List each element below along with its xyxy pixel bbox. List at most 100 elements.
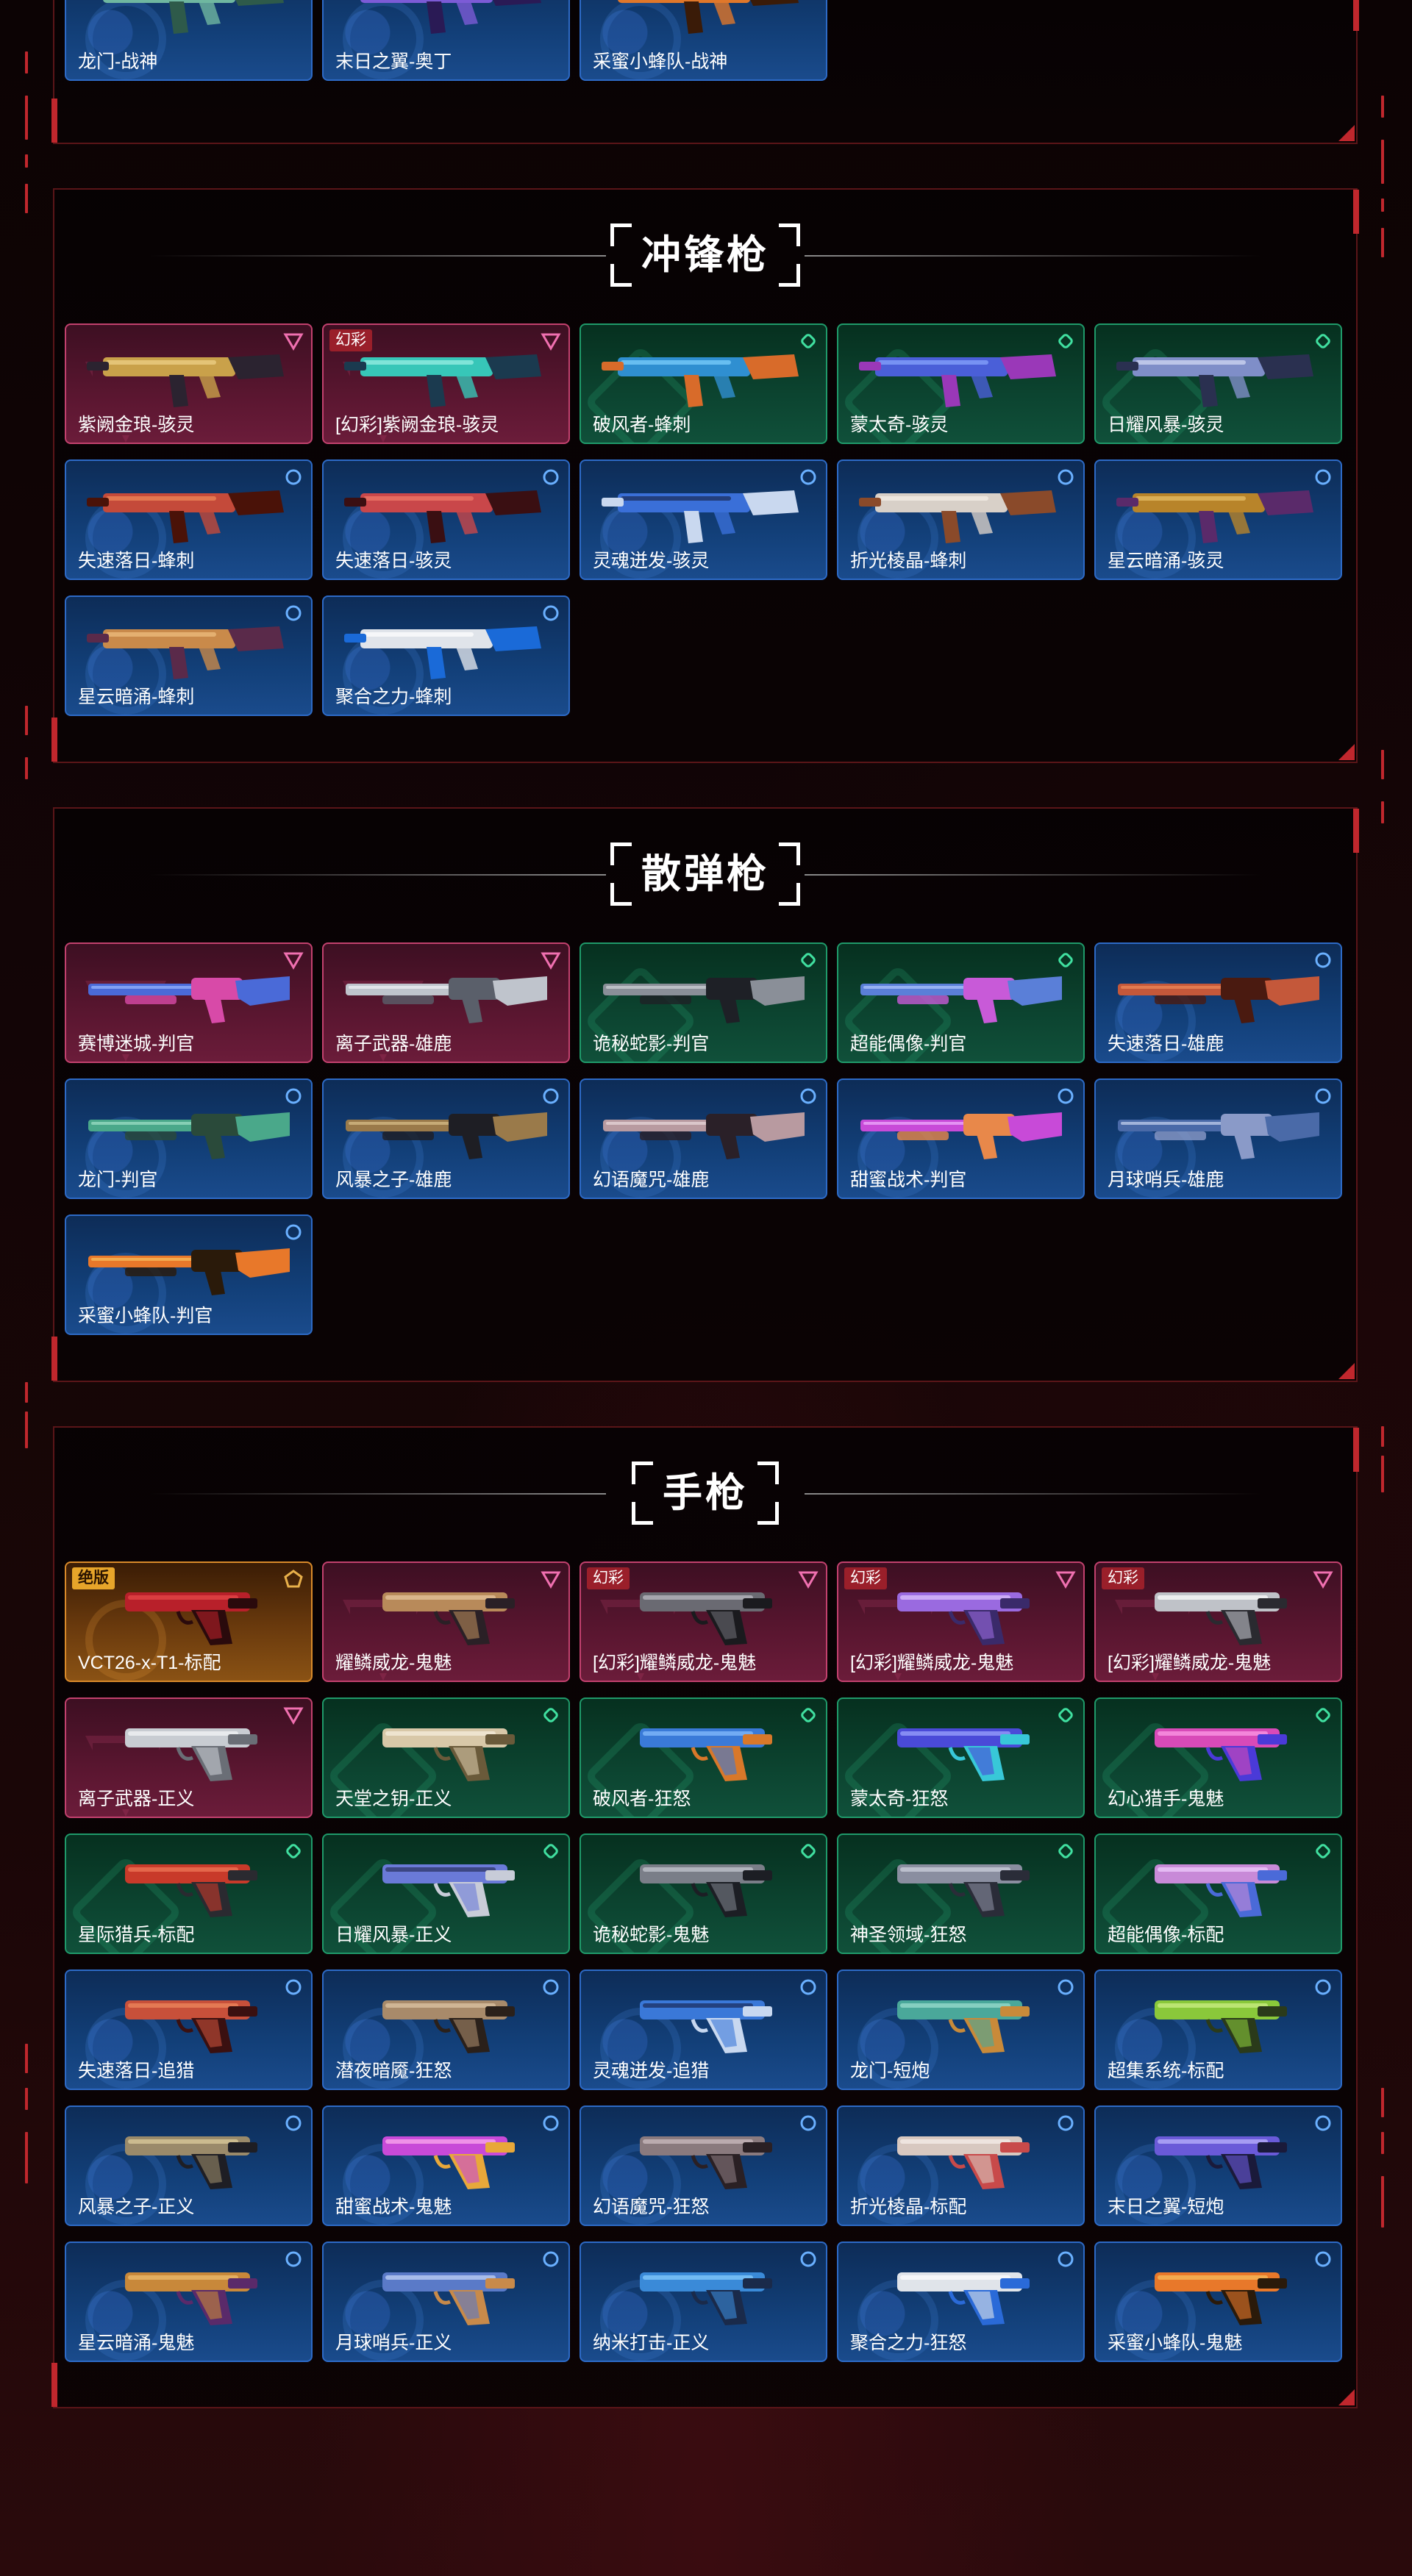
weapon-skin-card[interactable]: 采蜜小蜂队-判官 xyxy=(65,1214,313,1335)
weapon-skin-card[interactable]: 幻彩[幻彩]耀鳞威龙-鬼魅 xyxy=(580,1561,827,1682)
side-dash xyxy=(25,757,28,779)
weapon-skin-card[interactable]: 幻语魔咒-雄鹿 xyxy=(580,1078,827,1199)
weapon-skin-card[interactable]: 蒙太奇-骇灵 xyxy=(837,323,1085,444)
weapon-skin-card[interactable]: 纳米打击-正义 xyxy=(580,2242,827,2362)
weapon-skin-image xyxy=(382,2136,515,2189)
deluxe-tier-icon xyxy=(1058,1979,1074,1995)
weapon-skin-card[interactable]: 失速落日-骇灵 xyxy=(322,459,570,580)
weapon-skin-card[interactable]: 末日之翼-奥丁 xyxy=(322,0,570,81)
weapon-skin-card[interactable]: 幻彩[幻彩]耀鳞威龙-鬼魅 xyxy=(1094,1561,1342,1682)
weapon-skin-card[interactable]: 折光棱晶-蜂刺 xyxy=(837,459,1085,580)
weapon-skin-card[interactable]: 失速落日-雄鹿 xyxy=(1094,942,1342,1063)
weapon-skin-card[interactable]: 星云暗涌-鬼魅 xyxy=(65,2242,313,2362)
weapon-skin-card[interactable]: 星云暗涌-蜂刺 xyxy=(65,595,313,716)
weapon-skin-card[interactable]: 聚合之力-蜂刺 xyxy=(322,595,570,716)
weapon-skin-card[interactable]: 月球哨兵-雄鹿 xyxy=(1094,1078,1342,1199)
weapon-skin-card[interactable]: 幻彩[幻彩]耀鳞威龙-鬼魅 xyxy=(837,1561,1085,1682)
weapon-skin-image xyxy=(88,1248,290,1295)
weapon-skin-card[interactable]: 龙门-战神 xyxy=(65,0,313,81)
weapon-skin-card[interactable]: 风暴之子-雄鹿 xyxy=(322,1078,570,1199)
weapon-skin-card[interactable]: 离子武器-雄鹿 xyxy=(322,942,570,1063)
weapon-skin-card[interactable]: 幻心猎手-鬼魅 xyxy=(1094,1697,1342,1818)
weapon-skin-card[interactable]: 末日之翼-短炮 xyxy=(1094,2105,1342,2226)
weapon-skin-card[interactable]: 折光棱晶-标配 xyxy=(837,2105,1085,2226)
weapon-skin-card[interactable]: 幻语魔咒-狂怒 xyxy=(580,2105,827,2226)
weapon-skin-card[interactable]: 幻彩[幻彩]紫阙金琅-骇灵 xyxy=(322,323,570,444)
weapon-skin-card[interactable]: 破风者-狂怒 xyxy=(580,1697,827,1818)
deluxe-tier-icon xyxy=(800,469,816,485)
premium-tier-icon xyxy=(801,334,816,348)
weapon-skin-card[interactable]: 聚合之力-狂怒 xyxy=(837,2242,1085,2362)
weapon-skin-card[interactable]: 潜夜暗魇-狂怒 xyxy=(322,1969,570,2090)
skin-name: 末日之翼-短炮 xyxy=(1108,2197,1224,2217)
weapon-skin-image xyxy=(1155,1592,1287,1645)
chroma-badge: 幻彩 xyxy=(844,1567,887,1589)
weapon-skin-card[interactable]: 超能偶像-标配 xyxy=(1094,1833,1342,1954)
deluxe-tier-icon xyxy=(800,2115,816,2131)
weapon-skin-card[interactable]: 超集系统-标配 xyxy=(1094,1969,1342,2090)
weapon-skin-card[interactable]: 超能偶像-判官 xyxy=(837,942,1085,1063)
weapon-skin-card[interactable]: 失速落日-追猎 xyxy=(65,1969,313,2090)
weapon-skin-image xyxy=(603,976,805,1023)
weapon-skin-image xyxy=(125,2136,257,2189)
weapon-skin-image xyxy=(1155,2136,1287,2189)
weapon-skin-card[interactable]: 天堂之钥-正义 xyxy=(322,1697,570,1818)
section-corner-mark xyxy=(1338,744,1355,760)
weapon-skin-card[interactable]: 月球哨兵-正义 xyxy=(322,2242,570,2362)
side-dash xyxy=(25,1412,28,1448)
skin-name: 采蜜小蜂队-战神 xyxy=(593,51,728,72)
weapon-skin-card[interactable]: 蒙太奇-狂怒 xyxy=(837,1697,1085,1818)
weapon-skin-card[interactable]: 紫阙金琅-骇灵 xyxy=(65,323,313,444)
exclusive-tier-icon xyxy=(1055,1571,1076,1589)
weapon-skin-card[interactable]: 风暴之子-正义 xyxy=(65,2105,313,2226)
weapon-skin-card[interactable]: 离子武器-正义 xyxy=(65,1697,313,1818)
exclusive-tier-icon xyxy=(283,333,304,351)
title-divider-right xyxy=(805,1493,1261,1495)
skin-name: 诡秘蛇影-判官 xyxy=(593,1034,710,1054)
deluxe-tier-icon xyxy=(543,1979,559,1995)
weapon-skin-image xyxy=(1118,976,1319,1023)
weapon-skin-image xyxy=(1155,2000,1287,2053)
side-dash xyxy=(25,706,28,735)
skin-name: 耀鳞威龙-鬼魅 xyxy=(335,1653,452,1673)
weapon-skin-card[interactable]: 龙门-短炮 xyxy=(837,1969,1085,2090)
side-dash xyxy=(1381,2088,1384,2117)
weapon-skin-card[interactable]: 诡秘蛇影-判官 xyxy=(580,942,827,1063)
weapon-skin-card[interactable]: 神圣领域-狂怒 xyxy=(837,1833,1085,1954)
weapon-skin-card[interactable]: 失速落日-蜂刺 xyxy=(65,459,313,580)
weapon-skin-card[interactable]: 日耀风暴-骇灵 xyxy=(1094,323,1342,444)
weapon-skin-card[interactable]: 日耀风暴-正义 xyxy=(322,1833,570,1954)
side-dash xyxy=(1381,140,1384,184)
side-dash xyxy=(25,1382,28,1403)
side-dash xyxy=(25,2044,28,2073)
weapon-skin-card[interactable]: 采蜜小蜂队-鬼魅 xyxy=(1094,2242,1342,2362)
skin-name: 甜蜜战术-判官 xyxy=(850,1170,967,1190)
weapon-skin-image xyxy=(125,1728,257,1781)
weapon-skin-card[interactable]: 龙门-判官 xyxy=(65,1078,313,1199)
weapon-skin-card[interactable]: 诡秘蛇影-鬼魅 xyxy=(580,1833,827,1954)
premium-tier-icon xyxy=(801,1708,816,1722)
deluxe-tier-icon xyxy=(543,1088,559,1104)
weapon-skin-card[interactable]: 灵魂迸发-追猎 xyxy=(580,1969,827,2090)
weapon-skin-card[interactable]: 星际猎兵-标配 xyxy=(65,1833,313,1954)
weapon-skin-card[interactable]: 灵魂迸发-骇灵 xyxy=(580,459,827,580)
weapon-skin-card[interactable]: 甜蜜战术-判官 xyxy=(837,1078,1085,1199)
weapon-skin-image xyxy=(88,1112,290,1159)
side-dash xyxy=(25,51,28,74)
weapon-skin-card[interactable]: 甜蜜战术-鬼魅 xyxy=(322,2105,570,2226)
weapon-skin-card[interactable]: 耀鳞威龙-鬼魅 xyxy=(322,1561,570,1682)
deluxe-tier-icon xyxy=(800,1088,816,1104)
weapon-skin-image xyxy=(640,1864,772,1917)
weapon-skin-card[interactable]: 星云暗涌-骇灵 xyxy=(1094,459,1342,580)
side-dash xyxy=(1381,2132,1384,2154)
skin-name: 采蜜小蜂队-鬼魅 xyxy=(1108,2333,1243,2353)
section-title-bar: 散弹枪 xyxy=(54,841,1356,907)
weapon-skin-card[interactable]: 赛博迷城-判官 xyxy=(65,942,313,1063)
deluxe-tier-icon xyxy=(543,605,559,621)
weapon-skin-card[interactable]: 采蜜小蜂队-战神 xyxy=(580,0,827,81)
chroma-badge: 幻彩 xyxy=(1102,1567,1144,1589)
weapon-skin-image xyxy=(897,2272,1030,2325)
weapon-skin-card[interactable]: 破风者-蜂刺 xyxy=(580,323,827,444)
premium-tier-icon xyxy=(1316,334,1330,348)
